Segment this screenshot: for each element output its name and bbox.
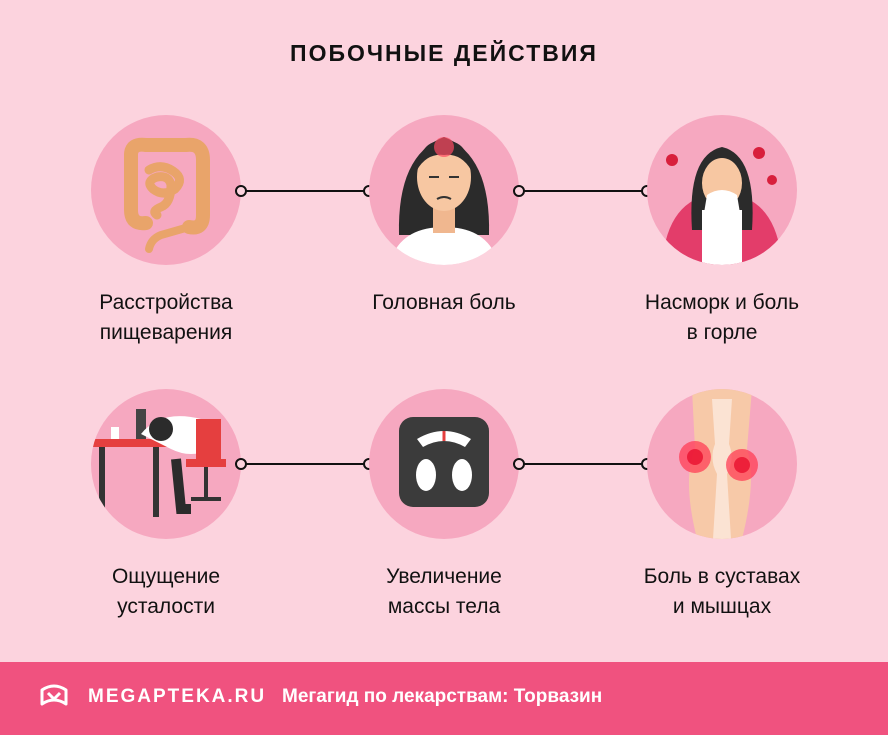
label-line: в горле (686, 321, 758, 344)
logo-icon (40, 684, 68, 706)
label-line: Ощущение (111, 565, 221, 588)
intestines-icon (91, 115, 241, 265)
label-digestion: Расстройства пищеварения (46, 288, 286, 348)
label-line: пищеварения (99, 321, 233, 344)
label-line: Насморк и боль (644, 291, 800, 314)
label-line: и мышцах (672, 595, 772, 618)
connector (513, 185, 653, 197)
label-weight: Увеличение массы тела (324, 562, 564, 622)
label-cold: Насморк и боль в горле (602, 288, 842, 348)
label-fatigue: Ощущение усталости (46, 562, 286, 622)
page-title: ПОБОЧНЫЕ ДЕЙСТВИЯ (290, 40, 598, 66)
connector (513, 458, 653, 470)
connector (235, 185, 375, 197)
label-line: массы тела (387, 595, 501, 618)
scale-icon (369, 389, 519, 539)
tired-at-desk-icon (91, 389, 241, 539)
label-line: Боль в суставах (643, 565, 801, 588)
sneezing-woman-icon (647, 115, 797, 265)
label-line: Увеличение (386, 565, 502, 588)
label-headache: Головная боль (324, 288, 564, 318)
footer: MEGAPTEKA.RU Мегагид по лекарствам: Торв… (0, 662, 888, 735)
footer-tagline: Мегагид по лекарствам: Торвазин (282, 686, 603, 707)
knee-joint-icon (647, 389, 797, 539)
brand-name[interactable]: MEGAPTEKA.RU (88, 686, 267, 707)
label-line: Расстройства (99, 291, 233, 314)
label-joints: Боль в суставах и мышцах (602, 562, 842, 622)
label-line: Головная боль (372, 291, 516, 314)
headache-woman-icon (369, 115, 519, 265)
connector (235, 458, 375, 470)
label-line: усталости (117, 595, 215, 618)
